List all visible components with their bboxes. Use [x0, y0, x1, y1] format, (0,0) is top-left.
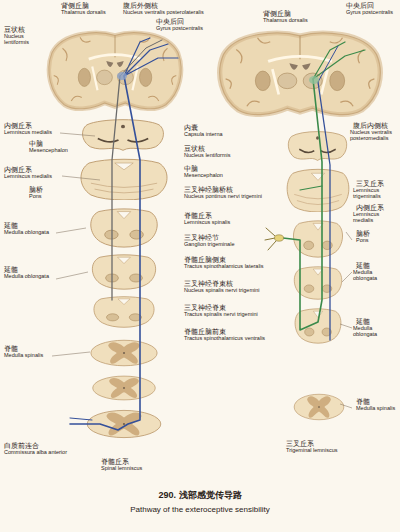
structure-label: Tractus spinothalamicus lateralis	[183, 263, 265, 269]
structure-label: Thalamus dorsalis	[60, 9, 107, 15]
structure-label: Capsula interna	[183, 131, 224, 137]
structure-label: Lemniscus medialis	[3, 129, 53, 135]
structure-label: Mesencephalon	[183, 172, 224, 178]
structure-label: Medulla spinalis	[3, 352, 44, 358]
structure-label: Thalamus dorsalis	[262, 17, 309, 23]
structure-label: Pons	[28, 193, 43, 199]
structure-label: Nucleus ventralis posterolateralis	[122, 9, 205, 15]
structure-label: Lemniscus medialis	[3, 173, 53, 179]
structure-label: Nucleus spinalis nervi trigemini	[183, 287, 261, 293]
structure-label: Medulla oblongata	[3, 273, 50, 279]
structure-label: Nucleus pontinus nervi trigemini	[183, 193, 263, 199]
structure-label: Lemniscus trigeminalis	[352, 187, 398, 200]
structure-label: Pathway of the exteroceptive sensibility	[0, 505, 400, 514]
structure-label: Gyrus postcentralis	[345, 9, 394, 15]
structure-label: Medulla spinalis	[355, 405, 396, 411]
structure-label: Commissura alba anterior	[3, 449, 68, 455]
structure-label: Medulla oblongata	[3, 229, 50, 235]
figure-caption: 290. 浅部感觉传导路	[0, 490, 400, 500]
structure-label: Nucleus lentiformis	[183, 152, 231, 158]
structure-label: Tractus spinalis nervi trigemini	[183, 311, 259, 317]
structure-label: Mesencephalon	[28, 147, 69, 153]
structure-label: Spinal lemniscus	[100, 465, 143, 471]
structure-label: Lemniscus spinalis	[183, 219, 231, 225]
structure-label: Medulla oblongata	[352, 325, 398, 338]
structure-label: Nucleus lentiformis	[3, 33, 45, 46]
structure-label: Trigeminal lemniscus	[285, 447, 338, 453]
structure-label: Nucleus ventralis posteromedialis	[349, 129, 397, 142]
structure-label: Lemniscus medialis	[352, 211, 398, 224]
structure-label: Gyrus postcentralis	[155, 25, 204, 31]
structure-label: Tractus spinothalamicus ventralis	[183, 335, 266, 341]
structure-label: Medulla oblongata	[352, 269, 398, 282]
structure-label: Ganglion trigeminale	[183, 241, 235, 247]
structure-label: Pons	[355, 237, 370, 243]
